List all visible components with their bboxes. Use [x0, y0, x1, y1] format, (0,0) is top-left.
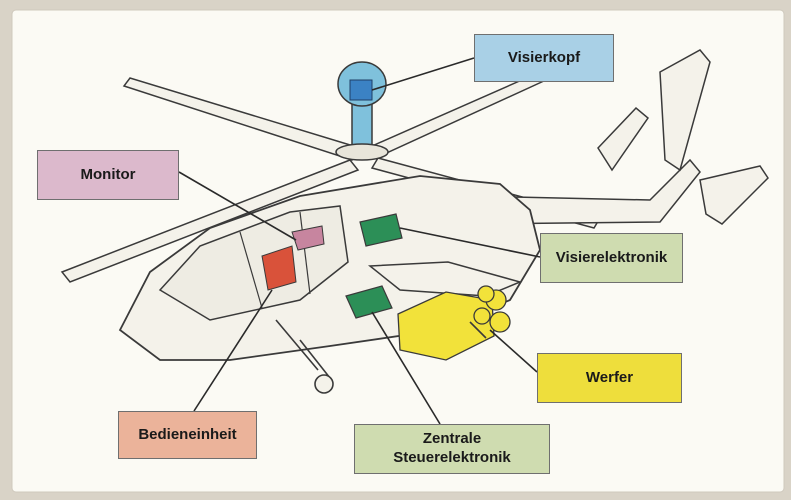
tail-fin-left — [597, 106, 650, 172]
label-bedieneinheit: Bedieneinheit — [118, 411, 257, 459]
label-visierelektronik: Visierelektronik — [540, 233, 683, 283]
rotor-mast — [351, 101, 373, 147]
tail-fin-right — [699, 165, 769, 225]
monitor-part — [291, 225, 325, 251]
tail-fin-upper — [659, 49, 711, 172]
landing-gear — [275, 319, 487, 394]
rotor-hub — [335, 143, 389, 161]
label-werfer: Werfer — [537, 353, 682, 403]
label-zentrale-steuerelektronik: Zentrale Steuerelektronik — [354, 424, 550, 474]
label-visierkopf: Visierkopf — [474, 34, 614, 82]
crew-seat — [261, 245, 297, 291]
sight-electronics-bay — [359, 213, 403, 247]
launcher — [397, 285, 511, 361]
leader-lines — [178, 57, 541, 425]
label-monitor: Monitor — [37, 150, 179, 200]
central-electronics-bay — [345, 285, 393, 319]
sight-head — [337, 61, 387, 107]
